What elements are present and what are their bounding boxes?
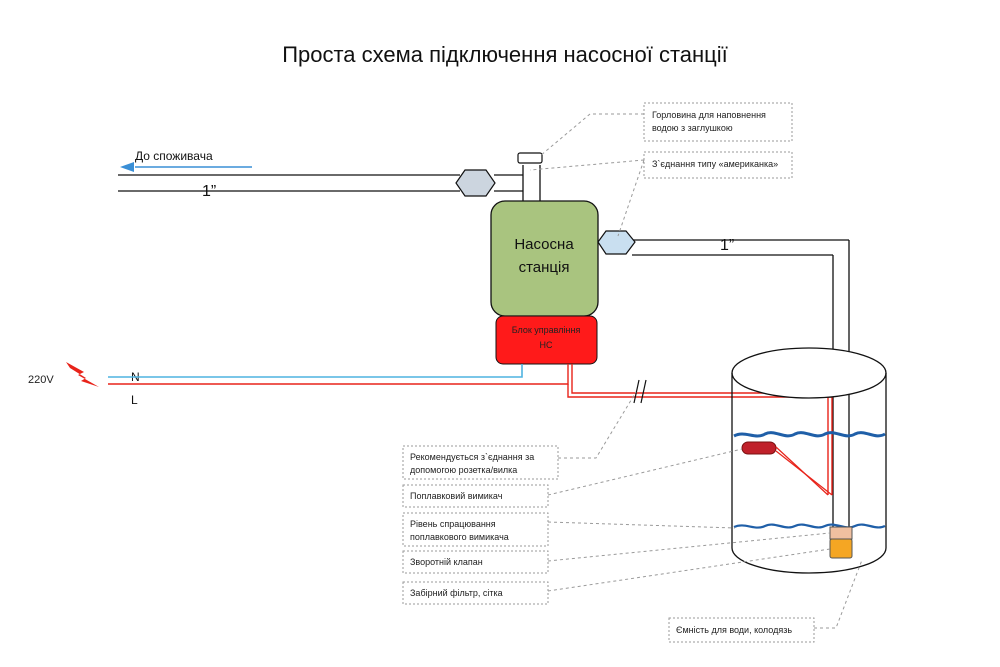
voltage-label: 220V [28, 374, 54, 386]
neutral-wire [108, 364, 523, 378]
callout-filler-neck-text-1: Горловина для наповнення [652, 110, 766, 120]
filler-neck-cap-icon [517, 152, 543, 164]
callout-socket-text-2: допомогою розетка/вилка [410, 465, 517, 475]
callout-filler-neck [643, 102, 793, 142]
callout-float-level-text-1: Рівень спрацювання [410, 519, 496, 529]
check-valve-icon [829, 526, 853, 540]
callout-socket-text-1: Рекомендується з`єднання за [410, 452, 534, 462]
flow-arrow-icon [120, 162, 252, 172]
leader-union-right [617, 159, 645, 237]
callout-check-valve [402, 550, 549, 574]
leader-filler-neck [539, 113, 644, 157]
callout-union-text: З`єднання типу «американка» [652, 159, 778, 169]
american-union-icon [597, 230, 636, 255]
leader-union-top [529, 159, 645, 171]
leader-float-level [547, 521, 736, 529]
leader-intake-filter [547, 548, 831, 592]
callout-intake-filter-text: Забірний фільтр, сітка [410, 588, 503, 598]
consumer-label: До споживача [135, 149, 213, 163]
pump-station-label-1: Насосна [514, 236, 574, 253]
leader-tank [814, 559, 863, 629]
consumer-pipe [118, 165, 541, 203]
pipe-size-label-right: 1” [720, 237, 734, 254]
control-unit-label-2: НС [540, 340, 553, 350]
leader-socket [558, 391, 637, 459]
callout-tank-text: Ємність для води, колодязь [676, 625, 792, 635]
control-unit-label-1: Блок управління [512, 325, 581, 335]
callout-check-valve-text: Зворотній клапан [410, 557, 483, 567]
leader-float-switch [547, 448, 743, 496]
diagram-title: Проста схема підключення насосної станці… [282, 42, 728, 67]
socket-break-icon [633, 379, 647, 404]
intake-filter-icon [829, 538, 853, 559]
water-surface-upper [733, 431, 886, 438]
water-tank [731, 347, 887, 574]
water-surface-lower [733, 523, 886, 529]
callout-tank [668, 617, 815, 643]
float-switch-icon [741, 441, 777, 455]
leader-check-valve [547, 532, 831, 562]
callout-float-level-text-2: поплавкового вимикача [410, 532, 509, 542]
float-switch-cable [775, 446, 833, 496]
live-label: L [131, 393, 138, 407]
live-wire [108, 364, 833, 495]
control-unit-body [495, 315, 598, 365]
pipe-size-label-left: 1” [202, 183, 216, 200]
lightning-icon [66, 362, 99, 387]
callout-float-switch [402, 484, 549, 508]
callout-intake-filter [402, 581, 549, 605]
union-nut-left-icon [455, 169, 496, 197]
pump-station-label-2: станція [519, 259, 570, 276]
callout-float-level [402, 512, 549, 547]
callout-float-switch-text: Поплавковий вимикач [410, 491, 503, 501]
callout-filler-neck-text-2: водою з заглушкою [652, 123, 733, 133]
callout-union [643, 151, 793, 179]
callout-socket [402, 445, 559, 480]
